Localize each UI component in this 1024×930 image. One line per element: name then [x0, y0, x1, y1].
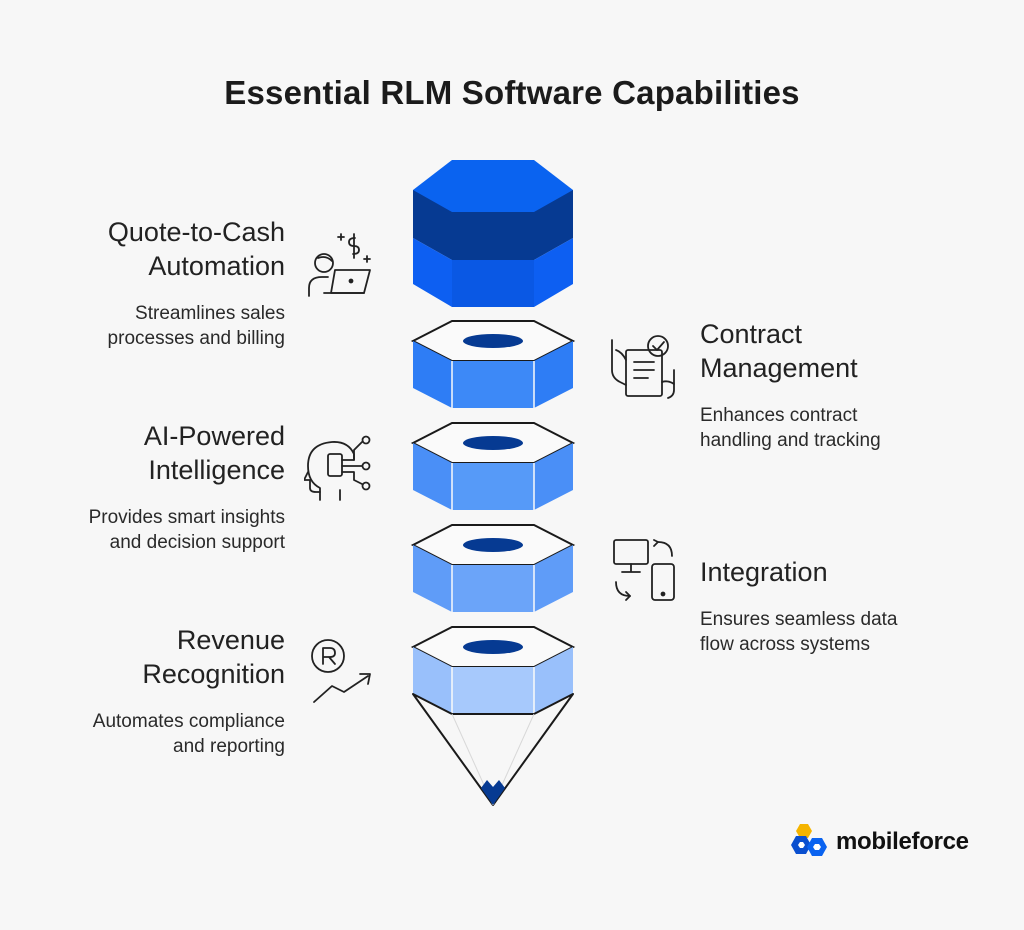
feature-contract-management: Contract Management Enhances contract ha…	[700, 317, 881, 453]
stack-cap	[413, 160, 573, 307]
devices-sync-icon	[613, 539, 675, 601]
sales-person-laptop-icon	[308, 233, 371, 297]
stack-segment-4	[410, 626, 576, 714]
feature-quote-to-cash: Quote-to-Cash Automation Streamlines sal…	[108, 215, 285, 351]
contract-checklist-icon	[611, 335, 675, 399]
feature-integration: Integration Ensures seamless data flow a…	[700, 555, 898, 657]
brand-name: mobileforce	[836, 828, 969, 855]
ai-head-circuit-icon	[304, 435, 371, 501]
stack-segment-1	[410, 320, 576, 408]
brand-logo: mobileforce	[788, 822, 969, 862]
stack-segment-3	[410, 524, 576, 612]
feature-revenue-recognition: Revenue Recognition Automates compliance…	[93, 623, 285, 759]
feature-description: Ensures seamless data flow across system…	[700, 609, 898, 655]
feature-title: Revenue Recognition	[142, 625, 285, 689]
feature-description: Enhances contract handling and tracking	[700, 405, 881, 451]
feature-title: Integration	[700, 557, 828, 587]
stack-tip	[412, 693, 574, 806]
feature-title: AI-Powered Intelligence	[143, 421, 285, 485]
registered-growth-icon	[311, 639, 371, 703]
feature-ai-powered-intelligence: AI-Powered Intelligence Provides smart i…	[89, 419, 285, 555]
feature-description: Automates compliance and reporting	[92, 711, 285, 757]
feature-title: Contract Management	[700, 319, 858, 383]
feature-description: Provides smart insights and decision sup…	[88, 507, 285, 553]
mobileforce-hex-logo-icon	[791, 824, 827, 856]
page-title: Essential RLM Software Capabilities	[224, 74, 800, 111]
feature-description: Streamlines sales processes and billing	[107, 303, 285, 349]
feature-title: Quote-to-Cash Automation	[107, 217, 285, 281]
stack-segment-2	[410, 422, 576, 510]
